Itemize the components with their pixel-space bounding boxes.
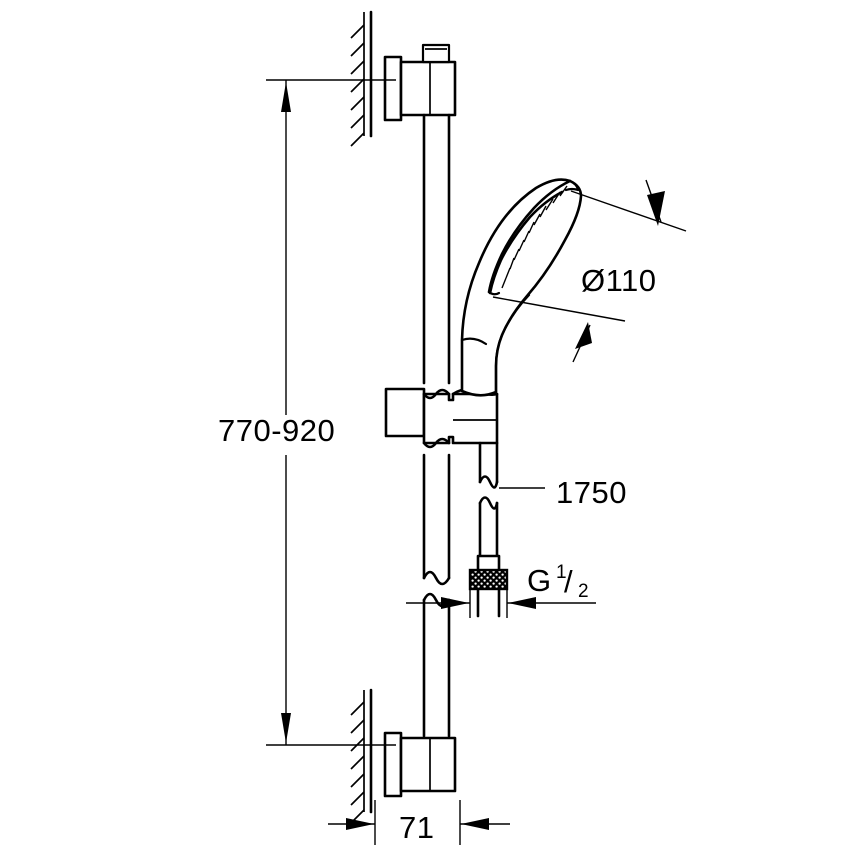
dimension-hose-thread: G 1 / 2 bbox=[406, 562, 596, 618]
spray-nozzle-pattern bbox=[501, 185, 568, 289]
rail-break-upper bbox=[422, 570, 451, 586]
dimension-label-rail-height: 770-920 bbox=[218, 413, 335, 448]
wall-surface-bottom bbox=[350, 688, 373, 824]
bracket-top bbox=[383, 43, 457, 122]
knurled-nut bbox=[468, 568, 509, 591]
dimension-label-spray-diameter: Ø110 bbox=[581, 263, 657, 298]
dimension-label-thread-numerator: 1 bbox=[556, 562, 567, 583]
dimension-spray-diameter: Ø110 bbox=[492, 179, 687, 363]
dimension-label-thread-denominator: 2 bbox=[578, 581, 589, 602]
spray-face bbox=[487, 179, 580, 296]
dimension-label-wall-projection: 71 bbox=[399, 810, 434, 845]
dimension-label-hose-length: 1750 bbox=[556, 475, 627, 510]
bracket-bottom bbox=[383, 731, 457, 798]
dimension-label-thread-letter: G bbox=[527, 563, 552, 598]
hand-shower bbox=[460, 178, 583, 397]
dimension-wall-projection: 71 bbox=[328, 800, 510, 845]
dimension-label-thread-divider: / bbox=[564, 564, 573, 599]
wall-surface-top bbox=[350, 10, 373, 147]
dimension-hose-length: 1750 bbox=[499, 475, 627, 510]
slide-rail bbox=[422, 113, 451, 738]
hose-connector bbox=[468, 568, 509, 618]
dimension-rail-height: 770-920 bbox=[218, 79, 396, 746]
